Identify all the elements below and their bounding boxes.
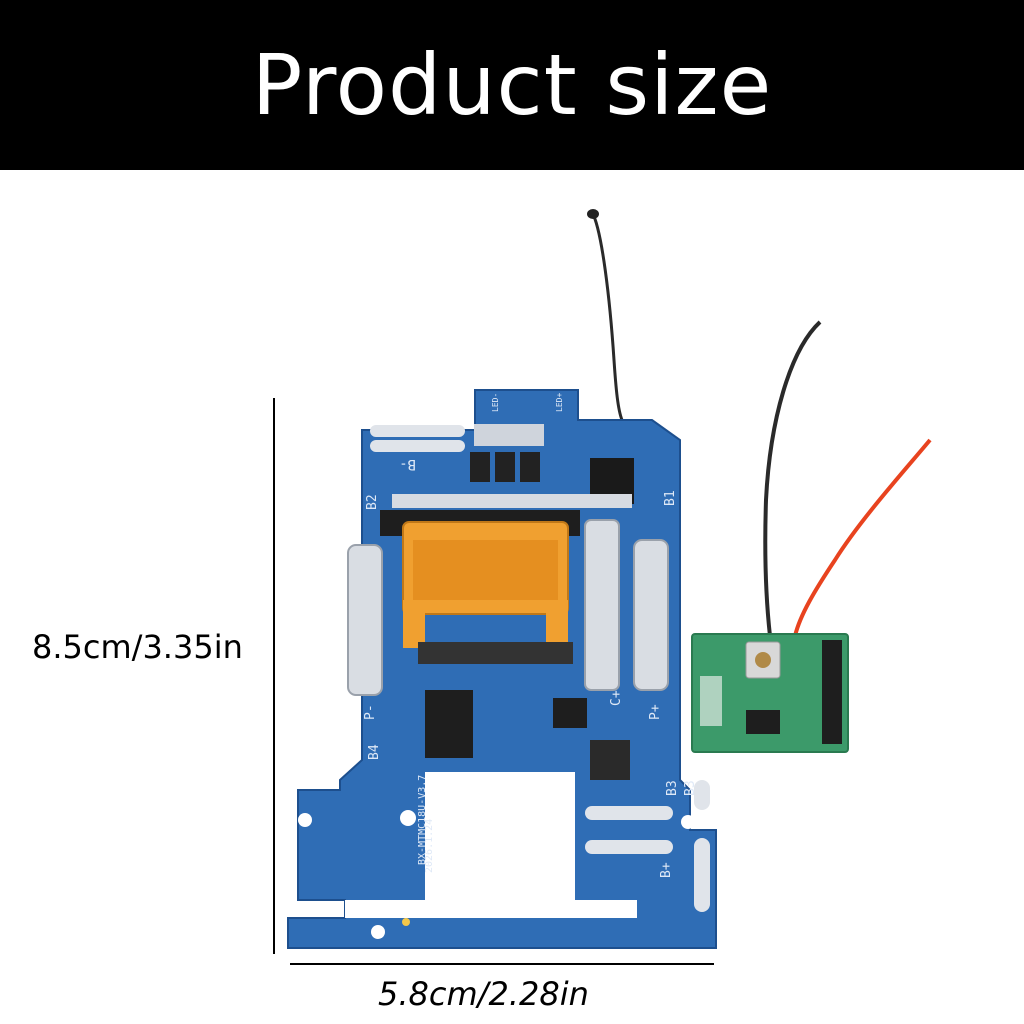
led-dot xyxy=(402,918,410,926)
pcb-cutout xyxy=(425,772,575,900)
pcb-label-b4: B4 xyxy=(367,744,382,760)
mount-hole xyxy=(400,810,416,826)
solder-pad xyxy=(585,806,673,820)
push-button-cap xyxy=(755,652,771,668)
ic-chip xyxy=(425,690,473,758)
pcb-label-b1: B1 xyxy=(663,490,678,506)
pcb-label-model: BX-MTMC18U-V3.7 xyxy=(417,775,428,865)
component-cluster xyxy=(590,740,630,780)
width-dimension-line xyxy=(290,963,714,965)
terminal-middle xyxy=(584,519,620,691)
solder-pad xyxy=(694,838,710,912)
pcb-label-b-minus: B- xyxy=(399,456,416,472)
fuse xyxy=(470,452,490,482)
solder-pad xyxy=(694,780,710,810)
mount-hole xyxy=(681,815,695,829)
led-indicator-board xyxy=(691,633,849,753)
pcb-label-b3a: B3 xyxy=(665,780,680,796)
pad-row xyxy=(392,494,632,508)
pcb-label-b3b: B3 xyxy=(683,780,698,796)
pcb-label-p-minus: P- xyxy=(363,704,378,720)
connector-leg xyxy=(546,600,568,648)
thermistor-wire xyxy=(590,211,624,421)
component-row xyxy=(418,642,573,664)
thermistor-tip xyxy=(587,209,599,219)
mount-hole xyxy=(298,813,312,827)
fuse xyxy=(495,452,515,482)
solder-pad xyxy=(585,840,673,854)
terminal-right xyxy=(633,539,669,691)
connector-leg xyxy=(403,600,425,648)
terminal-left xyxy=(347,544,383,696)
fuse xyxy=(520,452,540,482)
title-banner: Product size xyxy=(0,0,1024,170)
pcb-label-c-plus: C+ xyxy=(609,690,624,706)
smd-components xyxy=(700,676,722,726)
solder-pad xyxy=(370,425,465,437)
width-dimension-label: 5.8cm/2.28in xyxy=(378,975,589,1013)
mount-hole xyxy=(371,925,385,939)
height-dimension-line xyxy=(273,398,275,954)
height-dimension-label: 8.5cm/3.35in xyxy=(32,628,243,666)
pcb-label-led-plus: LED+ xyxy=(555,393,564,412)
ic-chip xyxy=(553,698,587,728)
pcb-gap xyxy=(345,900,635,918)
pcb-label-date: 2026.1.24 xyxy=(424,819,435,873)
red-wire xyxy=(793,438,932,637)
pcb-label-p-plus: P+ xyxy=(648,704,663,720)
pcb-label-led-minus: LED- xyxy=(491,393,500,412)
small-ic xyxy=(746,710,780,734)
pcb-label-b2: B2 xyxy=(365,494,380,510)
connector-pins xyxy=(413,540,558,600)
banner-title: Product size xyxy=(251,36,773,134)
pcb-label-b-plus: B+ xyxy=(659,862,674,878)
black-wire xyxy=(763,320,822,637)
led-column xyxy=(822,640,842,744)
ic-pad-array xyxy=(474,424,544,446)
solder-pad xyxy=(370,440,465,452)
